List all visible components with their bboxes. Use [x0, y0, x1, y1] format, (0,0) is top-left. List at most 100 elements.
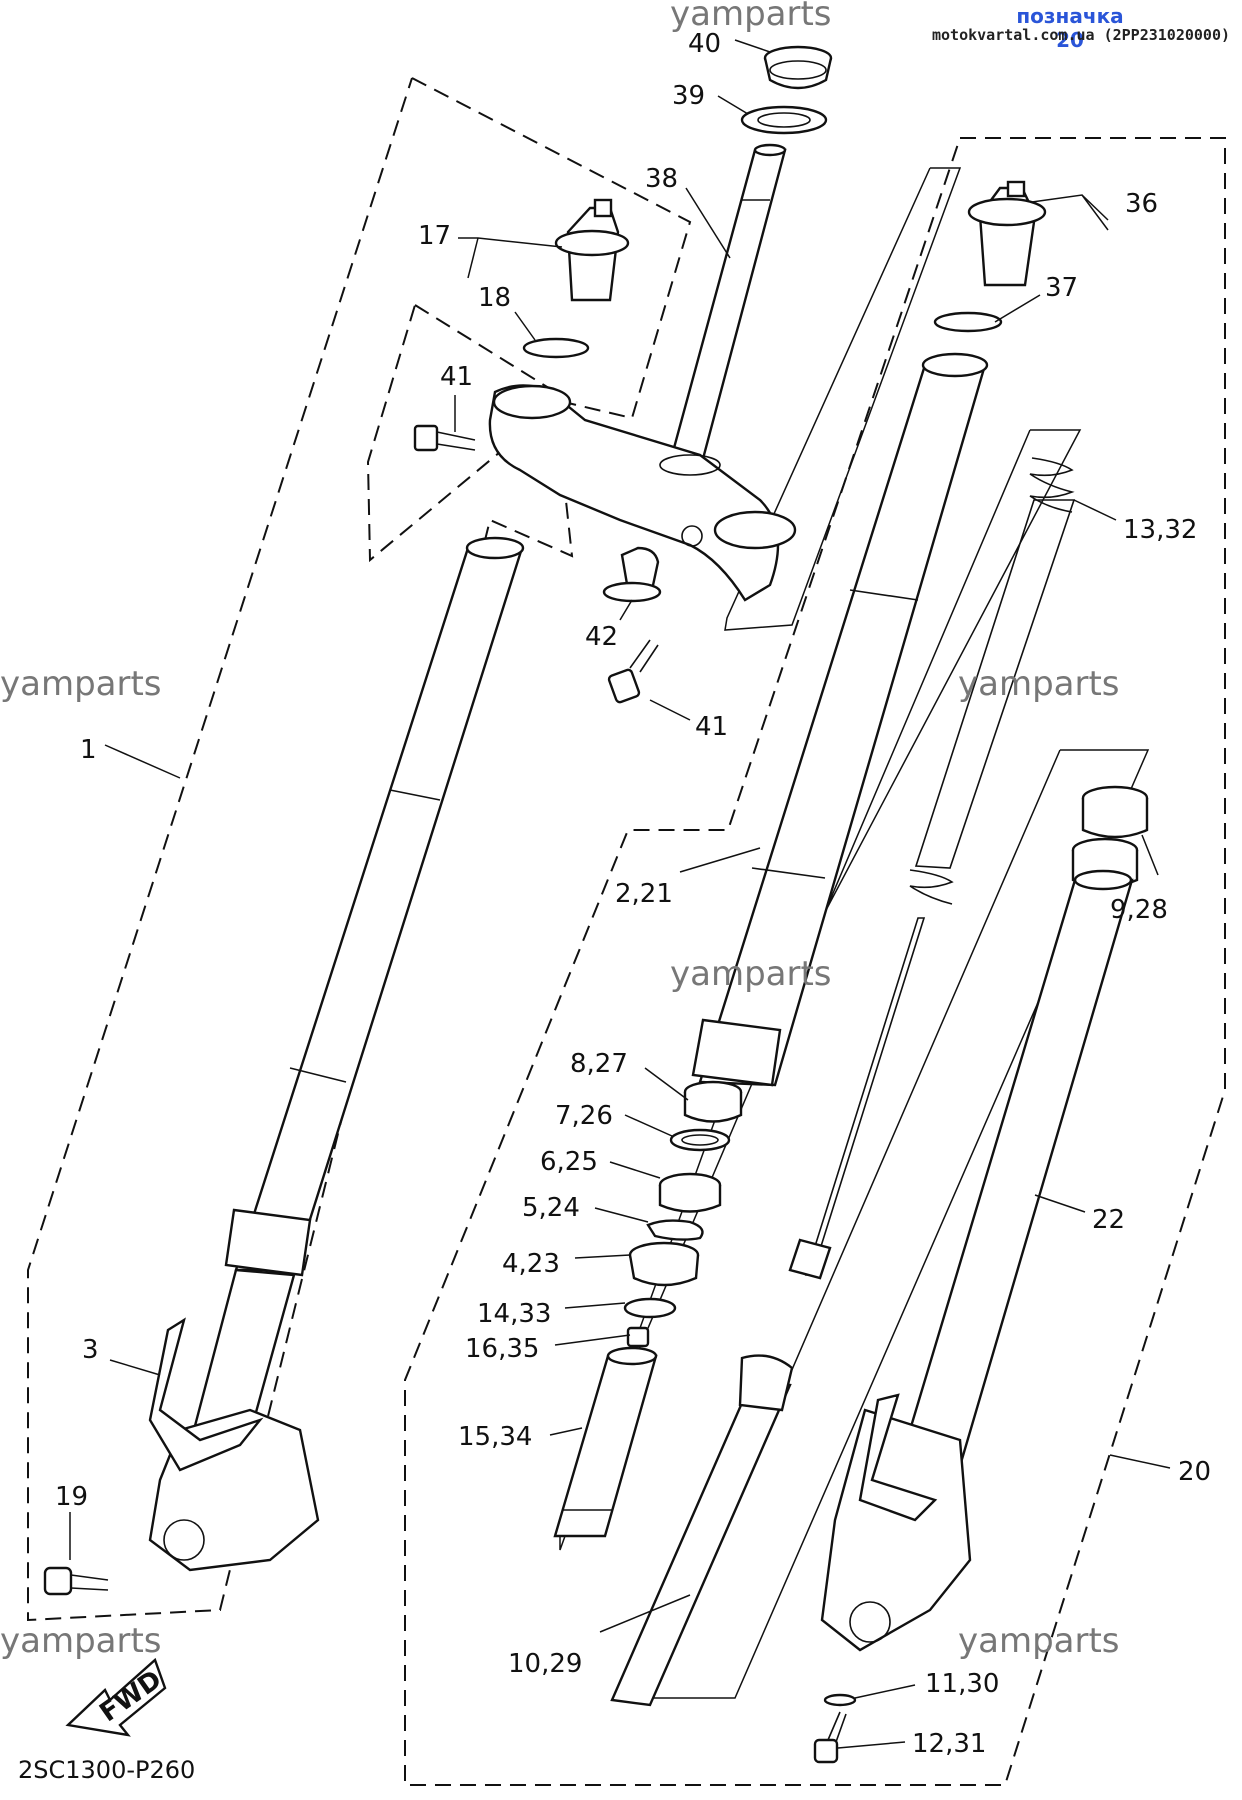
callout-12-31: 12,31 [912, 1729, 986, 1759]
leader-9 [1141, 834, 1159, 876]
leader-7 [624, 1114, 673, 1137]
part-8-bushing [683, 1080, 743, 1123]
leader-10 [599, 1594, 691, 1633]
callout-3: 3 [82, 1335, 99, 1365]
callout-15-34: 15,34 [458, 1422, 532, 1452]
callout-4-23: 4,23 [502, 1249, 560, 1279]
part-41-bolt-bottom [607, 639, 659, 704]
group-outline-2 [404, 137, 1226, 1786]
leader-12 [837, 1741, 906, 1749]
fwd-label: FWD [94, 1665, 167, 1729]
part-1-left-fork-tube [148, 536, 525, 1572]
leader-5 [594, 1207, 649, 1223]
part-18-oring-left [522, 337, 590, 359]
leader-1 [104, 744, 181, 779]
part-37-oring-right [933, 311, 1003, 333]
callout-11-30: 11,30 [925, 1669, 999, 1699]
callout-16-35: 16,35 [465, 1334, 539, 1364]
leader-8 [644, 1067, 689, 1101]
callout-41-top: 41 [440, 362, 473, 392]
leader-11 [854, 1684, 916, 1699]
leader-36b [1081, 194, 1109, 221]
leader-14 [564, 1302, 626, 1309]
watermark-center: yamparts [670, 954, 832, 994]
callout-14-33: 14,33 [477, 1299, 551, 1329]
part-42-cap [602, 546, 662, 603]
part-10-damper-rod [610, 917, 926, 1707]
watermark-right-mid: yamparts [958, 664, 1120, 704]
watermark-top: yamparts [670, 0, 832, 34]
part-7-washer [669, 1128, 731, 1152]
callout-41-bottom: 41 [695, 712, 728, 742]
leader-2 [679, 847, 761, 873]
part-41-bolt-top [413, 424, 476, 452]
header-tag-link[interactable]: позначка 20 [1016, 4, 1124, 52]
leader-39 [717, 95, 749, 115]
callout-40: 40 [688, 29, 721, 59]
group-outline-bracket [366, 304, 567, 563]
leader-42 [619, 599, 633, 621]
callout-1: 1 [80, 735, 97, 765]
watermark-bottom-right: yamparts [958, 1621, 1120, 1661]
watermark-bottom-left: yamparts [0, 1621, 162, 1661]
part-15-spacer [553, 1346, 658, 1538]
callout-2-21: 2,21 [615, 879, 673, 909]
callout-20: 20 [1178, 1457, 1211, 1487]
leader-17 [458, 237, 563, 248]
part-5-clip [646, 1219, 704, 1241]
callout-19: 19 [55, 1482, 88, 1512]
part-17-adjuster-left [554, 198, 630, 302]
callout-5-24: 5,24 [522, 1193, 580, 1223]
leader-4 [574, 1254, 631, 1259]
lower-bracket [488, 384, 797, 602]
callout-10-29: 10,29 [508, 1649, 582, 1679]
watermark-left: yamparts [0, 664, 162, 704]
callout-17: 17 [418, 221, 451, 251]
leader-17b [467, 237, 479, 279]
leader-38 [685, 187, 731, 259]
callout-9-28: 9,28 [1110, 895, 1168, 925]
part-22-right-fork-tube [820, 869, 1134, 1652]
leader-3 [109, 1359, 161, 1376]
leader-13 [1073, 499, 1117, 521]
callout-36: 36 [1125, 189, 1158, 219]
part-39-washer [740, 105, 828, 135]
part-6-oil-seal [658, 1172, 722, 1213]
callout-8-27: 8,27 [570, 1049, 628, 1079]
part-4-dust-seal [628, 1241, 700, 1287]
callout-42: 42 [585, 622, 618, 652]
leader-18 [514, 311, 536, 341]
callout-6-25: 6,25 [540, 1147, 598, 1177]
leader-20 [1109, 1454, 1171, 1469]
callout-38: 38 [645, 164, 678, 194]
part-2-middle-fork-tube [691, 352, 989, 1087]
diagram-code: 2SC1300-P260 [18, 1756, 195, 1784]
part-12-bolt [813, 1711, 847, 1764]
part-19-bolt-left [43, 1566, 109, 1596]
leader-6 [609, 1161, 661, 1179]
callout-13-32: 13,32 [1123, 515, 1197, 545]
leader-15 [549, 1427, 583, 1436]
leader-16 [554, 1334, 631, 1346]
part-3-caliper-mount-left [148, 1317, 264, 1472]
leader-22 [1034, 1194, 1086, 1213]
callout-7-26: 7,26 [555, 1101, 613, 1131]
callout-39: 39 [672, 81, 705, 111]
part-16-nut [626, 1326, 650, 1348]
leader-37 [994, 294, 1041, 323]
callout-37: 37 [1045, 273, 1078, 303]
header-source-text: motokvartal.com.ua (2PP231020000) [931, 26, 1230, 44]
fwd-arrow-icon: FWD [65, 1657, 167, 1737]
part-40-ring-nut [763, 45, 833, 90]
leader-40 [734, 39, 771, 53]
part-14-washer [623, 1297, 677, 1319]
part-13-spring [909, 457, 1076, 905]
callout-22: 22 [1092, 1205, 1125, 1235]
callout-18: 18 [478, 283, 511, 313]
leader-41-bottom [649, 699, 691, 721]
part-38-steering-stem [666, 143, 787, 472]
group-outline-1 [27, 77, 692, 1622]
part-11-washer [823, 1693, 857, 1707]
part-36-adjuster-right [967, 180, 1047, 287]
